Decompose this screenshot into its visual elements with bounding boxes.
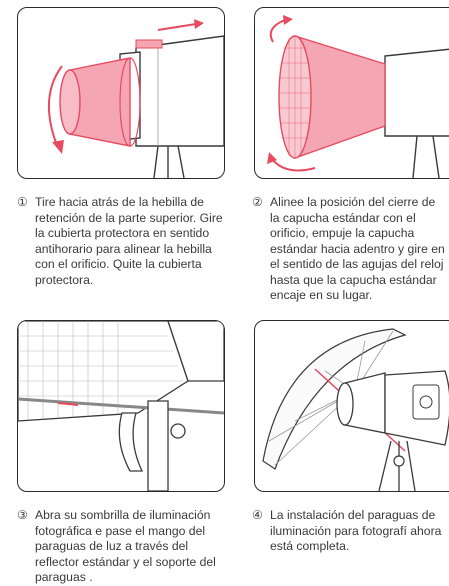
step-1-number: ①	[17, 195, 28, 209]
step-1-illustration	[17, 7, 225, 179]
step-2-description: Alinee la posición del cierre de la capu…	[270, 195, 445, 302]
step-1-text: ① Tire hacia atrás de la hebilla de rete…	[17, 195, 229, 288]
step-4-illustration	[254, 320, 449, 492]
step-2-text: ② Alinee la posición del cierre de la ca…	[252, 195, 448, 304]
step-4-number: ④	[252, 508, 263, 522]
step-2-illustration	[254, 7, 449, 179]
step-4-text: ④ La instalación del paraguas de ilumina…	[252, 508, 448, 555]
step-3-number: ③	[17, 508, 28, 522]
step-3-illustration	[17, 320, 225, 492]
step-3-description: Abra su sombrilla de iluminación fotográ…	[35, 508, 216, 584]
step-4-description: La instalación del paraguas de iluminaci…	[270, 508, 442, 553]
step-1-description: Tire hacia atrás de la hebilla de retenc…	[35, 195, 223, 287]
step-2-number: ②	[252, 195, 263, 209]
step-3-text: ③ Abra su sombrilla de iluminación fotog…	[17, 508, 233, 586]
